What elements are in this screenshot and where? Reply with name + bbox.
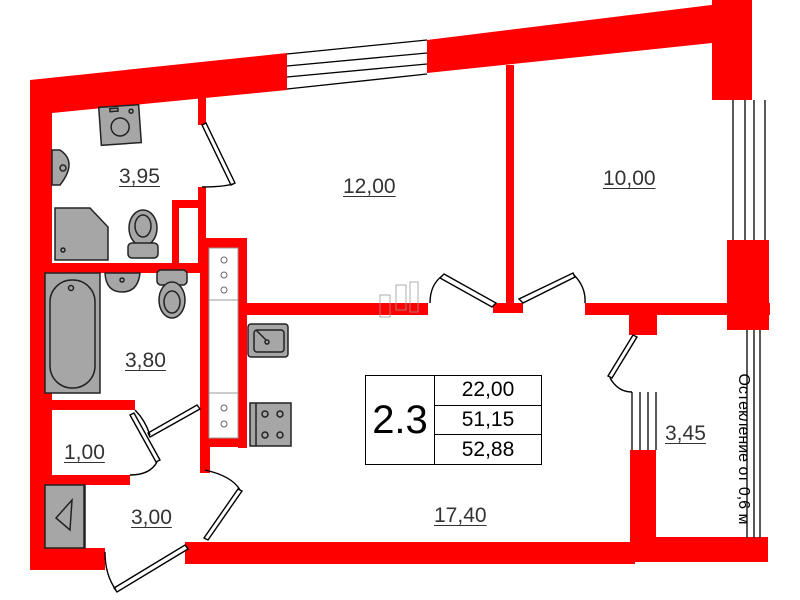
door-balcony[interactable] [607,334,638,393]
area-balcony: 3,45 [665,422,706,445]
door-entrance[interactable] [104,544,190,593]
area-bedroom: 12,00 [343,175,396,198]
wardrobe-hanger-icon [44,484,86,549]
shower-tray-icon [54,207,109,261]
area-storage: 1,00 [64,441,105,464]
wall-kitchen-niche-right [238,238,247,448]
wall-top-right [427,0,752,100]
door-storage[interactable] [129,412,161,476]
stove-icon [249,402,292,447]
wall-right-mid [727,240,769,330]
apartment-info-box: 2.3 22,00 51,15 52,88 [365,375,542,465]
wall-bath-bedroom-lower [198,187,206,267]
bathtub-icon [44,272,101,394]
kitchen-counter-icon [208,247,239,439]
wall-bottom-main [185,542,635,564]
door-bath-top[interactable] [201,122,236,188]
window-right [732,100,766,240]
toilet-top-icon [127,209,159,259]
door-bathroom[interactable] [134,404,202,438]
living-area-value: 22,00 [435,376,541,406]
sink-icon [51,149,70,186]
wall-storage-top [30,400,135,410]
wall-left [30,80,52,570]
area-hallway: 3,00 [131,506,172,529]
wall-top-left [30,53,287,150]
door-room-right[interactable] [517,272,586,304]
wall-bedroom-bottom [238,303,428,315]
glazing-note: Остекление от 0,6 м [734,338,752,560]
wall-bottom-left [30,548,105,570]
glazing-note-text: Остекление от 0,6 м [735,373,752,525]
wall-bedroom-right [506,65,514,305]
wall-hall-column [200,240,210,470]
area-kitchen-living: 17,40 [434,504,487,527]
kitchen-sink-icon [247,323,289,358]
total-area-value: 51,15 [435,406,541,436]
apartment-number: 2.3 [366,376,435,464]
wall-storage-bottom [30,475,130,485]
column-marker-icon [379,281,419,318]
wall-bath-bedroom [198,95,206,125]
wall-bath-divider [30,263,210,273]
wall-kitchen-niche-bottom [205,437,247,447]
toilet-bathroom-icon [156,269,188,319]
washing-machine-icon [97,103,143,147]
door-hallway[interactable] [202,469,244,541]
area-room-right: 10,00 [603,167,656,190]
wall-kitchen-niche-top [205,238,247,248]
wall-hall-right [200,408,210,473]
wall-door-post [493,303,523,313]
window-balcony-right [746,330,761,538]
total-area-balcony-value: 52,88 [461,437,515,461]
area-bathroom: 3,80 [125,349,166,372]
wall-shaft [172,200,198,208]
area-bathroom-top: 3,95 [119,165,160,188]
door-bedroom[interactable] [429,273,498,308]
window-top [286,39,428,90]
wall-room-bottom [585,303,770,315]
wall-right-upper [712,0,752,100]
wall-shaft-left [172,200,179,270]
wall-balcony-lower [630,450,656,562]
sink-bathroom-icon [104,272,141,293]
window-balcony-left [631,392,657,450]
